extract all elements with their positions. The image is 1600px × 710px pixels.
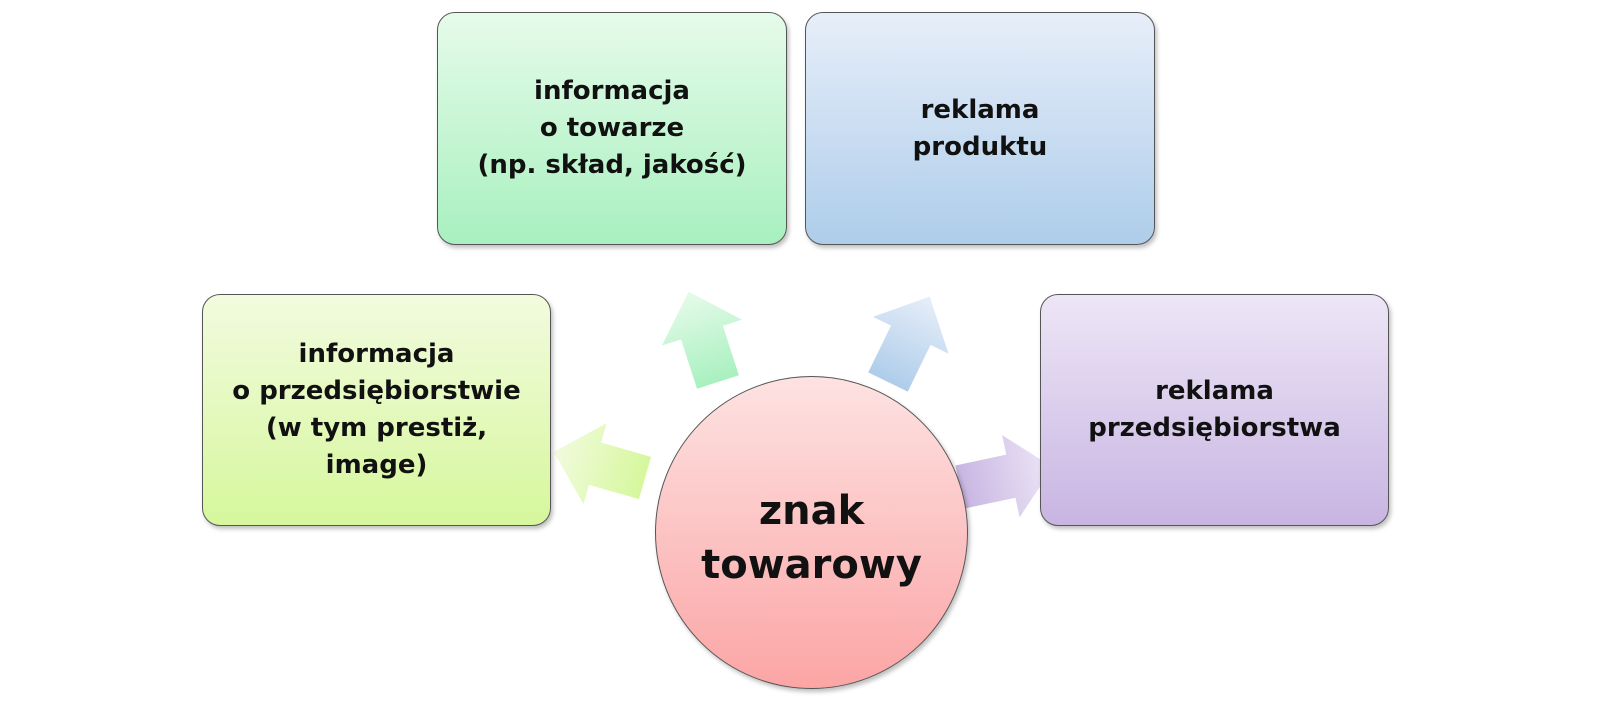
center-label: znak towarowy	[701, 487, 922, 588]
node-label: informacja o przedsiębiorstwie (w tym pr…	[232, 339, 521, 480]
arrow-to-ad-product	[868, 296, 949, 392]
node-info-product: informacja o towarze (np. skład, jakość)	[437, 12, 787, 245]
node-info-company: informacja o przedsiębiorstwie (w tym pr…	[202, 294, 551, 526]
arrow-to-ad-company	[955, 435, 1053, 518]
node-ad-company: reklama przedsiębiorstwa	[1040, 294, 1389, 526]
node-label: reklama przedsiębiorstwa	[1088, 376, 1341, 443]
arrow-to-info-product	[661, 291, 742, 389]
node-ad-product: reklama produktu	[805, 12, 1155, 245]
node-label: reklama produktu	[912, 94, 1048, 162]
node-label: informacja o towarze (np. skład, jakość)	[477, 76, 747, 180]
center-node-trademark: znak towarowy	[655, 376, 968, 689]
arrow-to-info-company	[553, 423, 652, 505]
